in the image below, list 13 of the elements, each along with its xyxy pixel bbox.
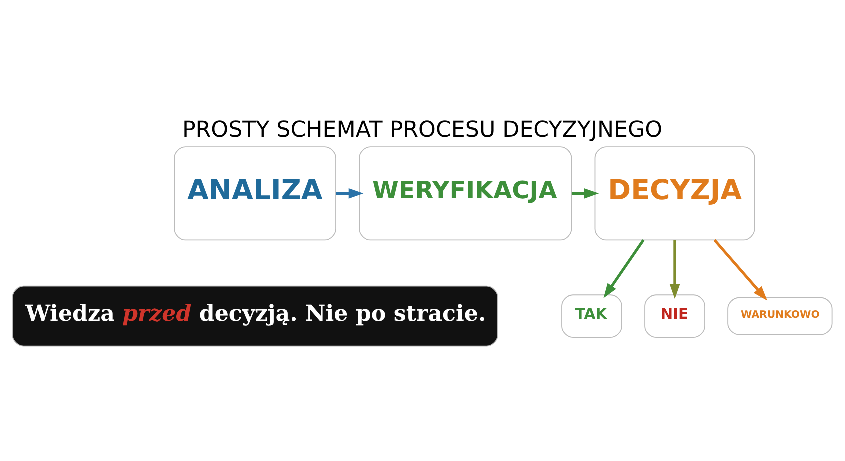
diagram-title: PROSTY SCHEMAT PROCESU DECYZYJNEGO bbox=[182, 116, 663, 143]
node-box: TAK bbox=[562, 294, 622, 338]
node-box: WERYFIKACJA bbox=[359, 146, 572, 240]
node-box: ANALIZA bbox=[174, 146, 336, 240]
arrow bbox=[670, 240, 680, 299]
arrow bbox=[604, 238, 645, 298]
node-box: DECYZJA bbox=[594, 146, 756, 240]
arrow bbox=[572, 188, 600, 198]
node-box: WARUNKOWO bbox=[728, 296, 833, 335]
node-box: NIE bbox=[644, 294, 706, 338]
arrow bbox=[714, 238, 768, 300]
node-box: Wiedza przed decyzją. Nie po stracie. bbox=[12, 285, 498, 346]
arrow bbox=[336, 188, 364, 198]
